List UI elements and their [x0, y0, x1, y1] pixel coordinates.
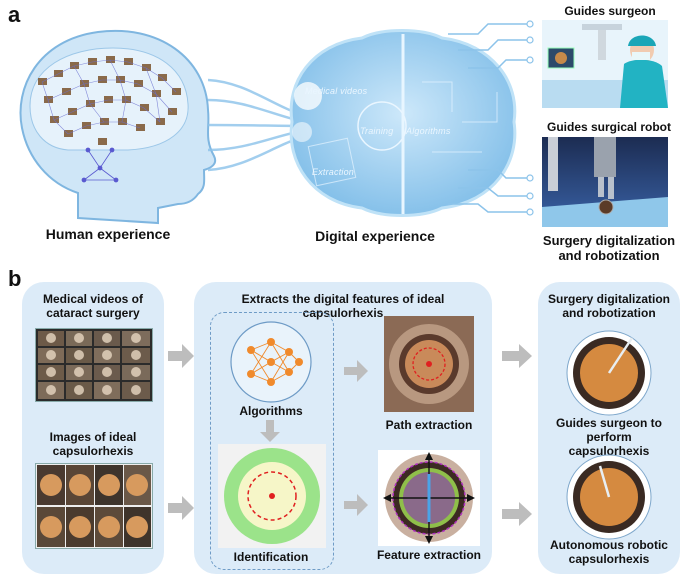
brain-label-medical-videos: Medical videos [305, 86, 368, 96]
brain-label-training: Training [360, 126, 394, 136]
path-extraction-image [384, 316, 474, 412]
ideal-capsulorhexis-images [35, 463, 153, 549]
brain-label-algorithms: Algorithms [406, 126, 451, 136]
arrow-right-icon [344, 494, 368, 516]
digitalization-label-a: Surgery digitalization and robotization [542, 233, 676, 263]
guides-surgeon-label: Guides surgeon [564, 4, 656, 18]
right-title: Surgery digitalization and robotization [547, 292, 670, 320]
surgical-robot-illustration [542, 137, 668, 227]
guides-surgeon-text: Guides surgeon to perform capsulorhexis [555, 416, 662, 458]
arrow-right-icon [502, 344, 532, 368]
digital-brain-illustration [289, 29, 517, 217]
panel-b-letter: b [8, 266, 22, 291]
circuit-traces [448, 20, 534, 216]
arrow-right-icon [344, 360, 368, 382]
algorithms-label: Algorithms [239, 404, 303, 418]
middle-title: Extracts the digital features of ideal c… [241, 292, 445, 320]
video-frames-grid [35, 328, 153, 402]
digital-experience-label: Digital experience [315, 228, 435, 244]
feature-extraction-image [378, 450, 480, 546]
model-dashed-box [210, 312, 334, 570]
surgeon-illustration [542, 20, 668, 108]
neural-network-icon [230, 321, 312, 403]
arrow-right-icon [168, 344, 194, 368]
robotic-capsulorhexis-eye [566, 454, 652, 540]
guides-robot-label: Guides surgical robot [546, 120, 672, 134]
human-experience-label: Human experience [45, 226, 171, 242]
images-title: Images of ideal capsulorhexis [49, 430, 137, 458]
arrow-down-icon [260, 420, 280, 442]
autonomous-robotic-text: Autonomous robotic capsulorhexis [550, 538, 668, 566]
arrow-right-icon [168, 496, 194, 520]
guided-capsulorhexis-eye [566, 330, 652, 416]
arrow-right-icon [502, 502, 532, 526]
path-extraction-label: Path extraction [385, 418, 473, 432]
human-head-illustration [19, 29, 217, 225]
brain-label-extraction: Extraction [312, 167, 355, 177]
identification-label: Identification [233, 550, 309, 564]
feature-extraction-label: Feature extraction [376, 548, 482, 562]
identification-image [218, 444, 326, 548]
panel-a-letter: a [8, 2, 21, 27]
videos-title: Medical videos of cataract surgery [42, 292, 144, 320]
